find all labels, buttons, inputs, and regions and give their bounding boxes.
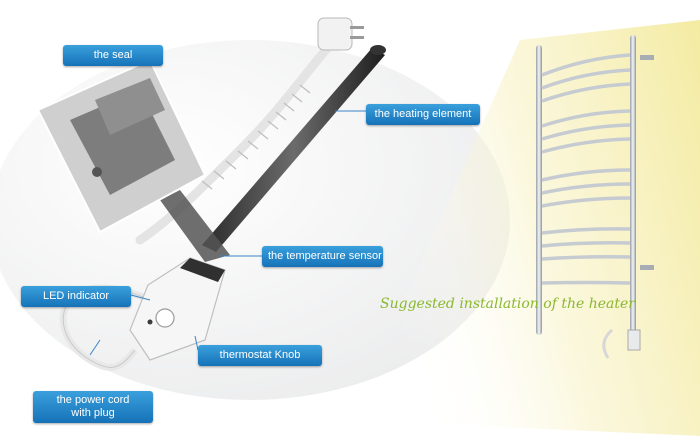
installation-caption: Suggested installation of the heater (380, 296, 635, 312)
callout-seal: the seal (63, 45, 163, 66)
callout-thermostat-knob: thermostat Knob (198, 345, 322, 366)
coiled-cable (135, 40, 335, 245)
callout-heating-element: the heating element (366, 104, 480, 125)
callout-led-indicator: LED indicator (21, 286, 131, 307)
callout-power-cord: the power cord with plug (33, 391, 153, 423)
plug (317, 17, 364, 51)
callout-power-cord-line2: with plug (71, 407, 115, 419)
coil-rings (201, 84, 311, 190)
towel-rail (536, 35, 654, 359)
leader-lines (89, 110, 366, 356)
zoom-inset (36, 58, 230, 262)
light-beam (350, 20, 700, 436)
thermostat-housing (129, 257, 226, 361)
heating-element (202, 45, 386, 252)
callout-power-cord-line1: the power cord (56, 394, 130, 406)
callout-temperature-sensor: the temperature sensor (262, 246, 383, 267)
